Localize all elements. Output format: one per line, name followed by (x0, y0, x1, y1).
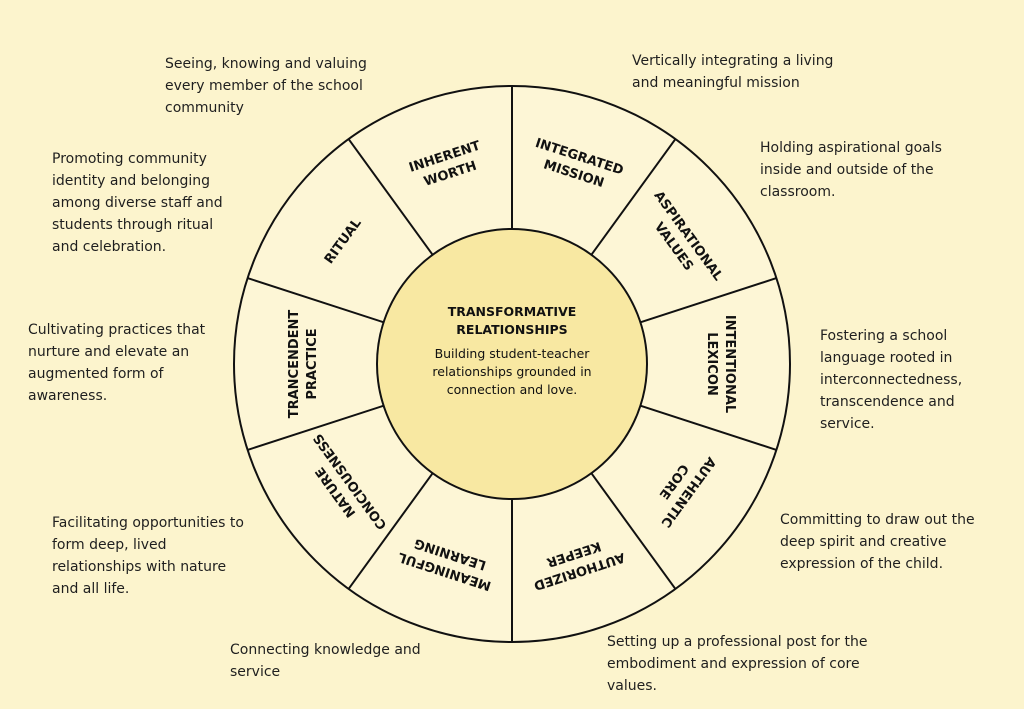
description-nature-conciousness: Facilitating opportunities to form deep,… (52, 515, 244, 597)
center-title-line-1: TRANSFORMATIVE (448, 304, 577, 319)
spoke-line (347, 472, 434, 590)
spoke-line (247, 404, 384, 451)
description-intentional-lexicon: Fostering a school language rooted in in… (820, 328, 963, 432)
segment-label-line: LEXICON (704, 332, 719, 396)
description-authentic-core: Committing to draw out the deep spirit a… (780, 512, 975, 572)
center-body-line-2: relationships grounded in (432, 364, 591, 379)
spoke-line (247, 277, 384, 324)
spoke-line (347, 138, 434, 256)
center-text: TRANSFORMATIVE RELATIONSHIPS Building st… (432, 304, 591, 397)
center-title-line-2: RELATIONSHIPS (456, 322, 567, 337)
center-body-line-1: Building student-teacher (435, 346, 591, 361)
description-meaningful-learning: Connecting knowledge and service (230, 642, 421, 680)
description-ritual: Promoting community identity and belongi… (52, 151, 223, 255)
segment-label-line: INTENTIONAL (722, 315, 737, 413)
description-aspirational-values: Holding aspirational goals inside and ou… (760, 140, 942, 200)
spoke-line (590, 138, 677, 256)
spoke-line (590, 472, 677, 590)
center-circle (376, 228, 648, 500)
description-authorized-keeper: Setting up a professional post for the e… (607, 634, 868, 694)
description-integrated-mission: Vertically integrating a living and mean… (632, 53, 834, 91)
spoke-line (640, 404, 777, 451)
description-inherent-worth: Seeing, knowing and valuing every member… (165, 56, 367, 116)
segment-label-line: TRANCENDENT (287, 310, 302, 419)
center-body-line-3: connection and love. (447, 382, 578, 397)
segment-label-line: PRACTICE (305, 328, 320, 399)
description-trancendent-practice: Cultivating practices that nurture and e… (28, 322, 206, 404)
spoke-line (640, 277, 777, 324)
